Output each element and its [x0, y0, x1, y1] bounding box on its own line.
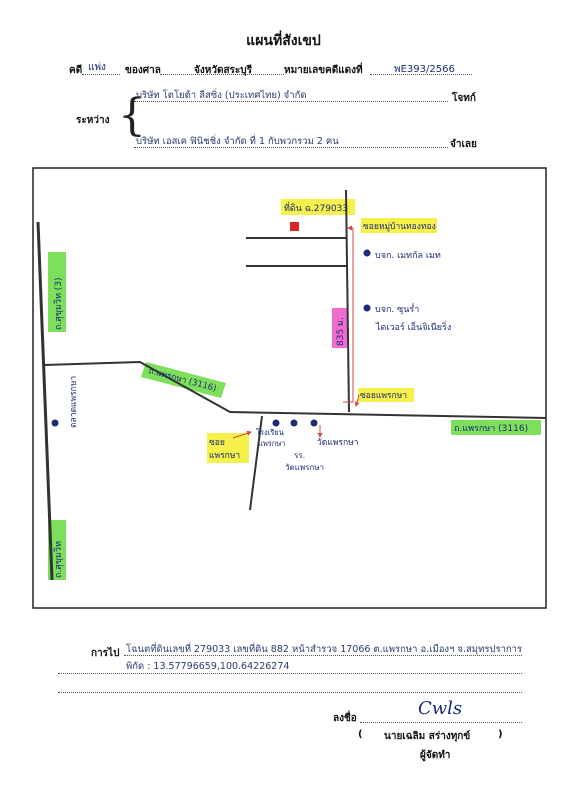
- highlight-sukhumvit-top: [48, 252, 66, 332]
- court-line: [160, 74, 284, 75]
- label-hospital: รร.: [294, 451, 305, 460]
- plaintiff-role: โจทก์: [452, 93, 476, 104]
- name-open-paren: (: [358, 729, 363, 740]
- label-junction: ซอย: [209, 438, 225, 448]
- arrow-soi: [354, 394, 360, 407]
- directions-label: การไป: [91, 648, 120, 659]
- dot-market: [51, 419, 59, 427]
- highlight-distance: [332, 308, 347, 348]
- signature: Cwls: [418, 698, 463, 719]
- label-deed: ที่ดิน ฉ.279033: [284, 201, 348, 214]
- signer-position: ผู้จัดทำ: [420, 750, 451, 761]
- case-label: คดี: [69, 65, 83, 76]
- road-main-soi: [345, 189, 350, 413]
- highlight-phraeksa-left: [141, 362, 226, 398]
- target-parcel-marker: [290, 222, 299, 231]
- label-bank-sun: บจก. ซุนร่ำ: [375, 302, 419, 315]
- route-dots: [124, 655, 522, 656]
- sign-label: ลงชื่อ: [333, 713, 357, 724]
- label-bank-lab: บจก. เมทกัล เมท: [375, 251, 441, 261]
- route-arrow: [343, 225, 354, 403]
- dot-hospital: [290, 419, 298, 427]
- label-soi-thip: ซอยหมู่บ้านทองทอง: [363, 221, 436, 232]
- label-bank-sun-2: ไดเวอร์ เอ็นจิเนียริ่ง: [375, 320, 451, 333]
- road-sukhumvit: [36, 221, 54, 581]
- case-type: แพ่ง: [88, 62, 106, 73]
- label-sukhumvit-top: ถ.สุขุมวิท (3): [53, 278, 64, 330]
- label-sukhumvit-bottom: ถ.สุขุมวิท: [53, 541, 64, 578]
- blank-dots: [58, 692, 522, 693]
- label-junction-2: แพรกษา: [209, 451, 240, 461]
- dot-temple: [310, 419, 318, 427]
- label-market: ตลาดแพรกษา: [69, 376, 79, 428]
- sign-dots: [360, 722, 522, 723]
- highlight-soi-thip: [361, 218, 437, 233]
- label-school: โรงเรียน: [256, 428, 284, 437]
- case-number: พE393/2566: [394, 64, 455, 75]
- route-line: โฉนดที่ดินเลขที่ 279033 เลขที่ดิน 882 หน…: [126, 644, 523, 655]
- dot-bank-sun: [363, 304, 371, 312]
- coords-dots: [58, 673, 522, 674]
- road-junction: [249, 415, 263, 511]
- case-number-label: หมายเลขคดีแดงที่: [284, 65, 363, 76]
- between-brace: {: [118, 90, 146, 141]
- highlight-soi-phraeksa: [358, 388, 414, 402]
- name-close-paren: ): [498, 729, 503, 740]
- case-number-line: [370, 74, 472, 75]
- label-temple: วัดแพรกษา: [317, 438, 358, 448]
- court-label: ของศาล: [125, 65, 161, 76]
- label-hospital-2: วัดแพรกษา: [285, 463, 324, 472]
- defendant-role: จำเลย: [450, 139, 477, 150]
- label-distance: 835 ม.: [336, 317, 346, 346]
- signer-name: นายเฉลิม สร่างทุกข์: [384, 731, 471, 742]
- highlight-deed: [281, 199, 355, 215]
- label-phraeksa-right: ถ.แพรกษา (3116): [454, 424, 528, 434]
- plaintiff-name: บริษัท โตโยต้า ลีสซิ่ง (ประเทศไทย) จำกัด: [136, 90, 307, 101]
- coords-line: พิกัด : 13.57796659,100.64226274: [126, 661, 290, 672]
- highlight-phraeksa-right: [451, 420, 541, 435]
- label-school-2: แพรกษา: [258, 439, 286, 448]
- arrow-junction: [232, 430, 252, 439]
- page-title: แผนที่สังเขป: [246, 33, 321, 49]
- label-soi-phraeksa: ซอยแพรกษา: [360, 391, 407, 401]
- defendant-name: บริษัท เอสเค ฟินิชชิ่ง จำกัด ที่ 1 กับพว…: [136, 136, 339, 147]
- road-phraeksa: [43, 360, 547, 419]
- plaintiff-line: [134, 101, 448, 102]
- between-label: ระหว่าง: [76, 115, 110, 126]
- map-frame: [32, 167, 547, 609]
- defendant-line: [134, 147, 448, 148]
- highlight-junction: [207, 433, 249, 463]
- dot-bank-lab: [363, 249, 371, 257]
- court-name: จังหวัดสระบุรี: [194, 65, 253, 76]
- dot-school: [272, 419, 280, 427]
- case-type-line: [82, 74, 120, 75]
